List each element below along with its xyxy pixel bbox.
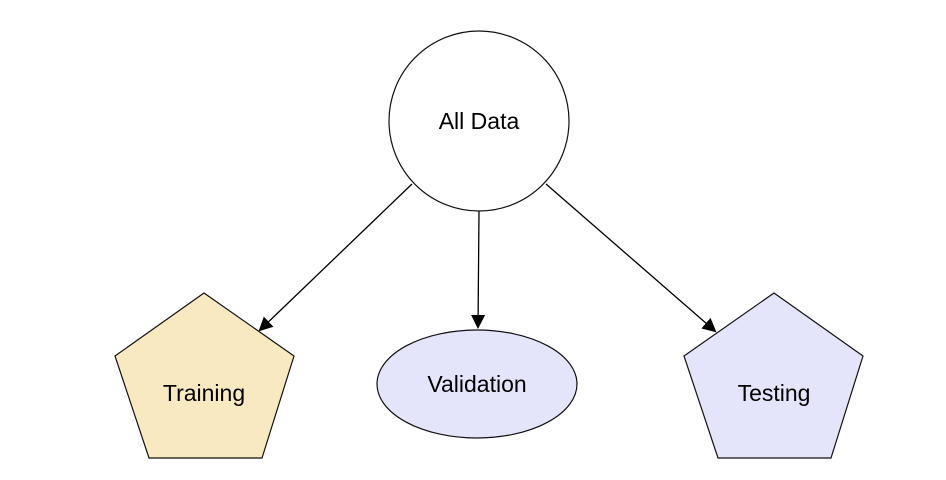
- training-label: Training: [163, 380, 245, 406]
- edge-all-data-to-testing: [545, 183, 717, 333]
- validation-ellipse: [376, 329, 578, 439]
- node-training: Training: [114, 292, 295, 459]
- node-all-data: All Data: [388, 30, 570, 212]
- all-data-circle: [388, 30, 570, 212]
- testing-label: Testing: [738, 380, 811, 406]
- edge-all-data-to-validation: [471, 210, 486, 329]
- node-testing: Testing: [683, 292, 864, 459]
- edge-all-data-to-training: [258, 183, 413, 332]
- all-data-label: All Data: [439, 108, 520, 134]
- testing-pentagon: [683, 292, 864, 459]
- training-pentagon: [114, 292, 295, 459]
- node-validation: Validation: [376, 329, 578, 439]
- validation-label: Validation: [427, 371, 526, 397]
